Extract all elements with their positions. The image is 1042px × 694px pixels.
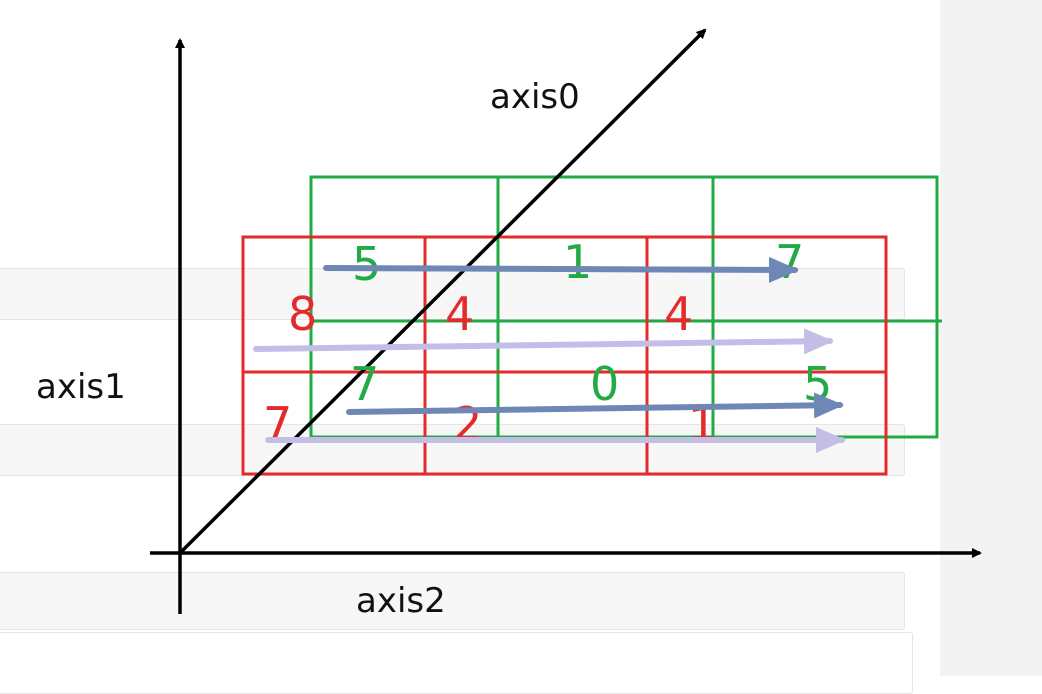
green-cell-value: 5 bbox=[352, 237, 381, 291]
red-cell-value: 4 bbox=[445, 287, 474, 341]
right-side-panel bbox=[940, 0, 1042, 676]
green-cell-value: 7 bbox=[775, 235, 804, 289]
axis0-label: axis0 bbox=[490, 77, 580, 117]
green-cell-value: 1 bbox=[563, 235, 592, 289]
red-cell-value: 4 bbox=[664, 287, 693, 341]
background-field-1 bbox=[0, 268, 905, 320]
axis-order-diagram: axis0 axis1 axis2 5 1 7 7 0 5 8 4 4 7 2 … bbox=[36, 28, 982, 621]
traversal-arrow-light bbox=[253, 328, 834, 355]
axis2-label: axis2 bbox=[356, 581, 446, 621]
traversal-arrow-dark bbox=[323, 256, 799, 283]
red-layer-values: 8 4 4 7 2 1 bbox=[263, 287, 717, 451]
traversal-arrows bbox=[253, 256, 846, 453]
background-field-2 bbox=[0, 424, 905, 476]
green-cell-value: 7 bbox=[350, 357, 379, 411]
green-layer-values: 5 1 7 7 0 5 bbox=[350, 235, 832, 411]
axis0-line bbox=[178, 28, 707, 555]
axis1-label: axis1 bbox=[36, 367, 126, 407]
green-layer-grid bbox=[309, 175, 942, 439]
green-cell-value: 0 bbox=[590, 357, 619, 411]
background-field-3 bbox=[0, 572, 905, 630]
red-cell-value: 8 bbox=[288, 287, 317, 341]
red-layer-grid bbox=[241, 235, 888, 476]
traversal-arrow-dark bbox=[346, 392, 844, 419]
